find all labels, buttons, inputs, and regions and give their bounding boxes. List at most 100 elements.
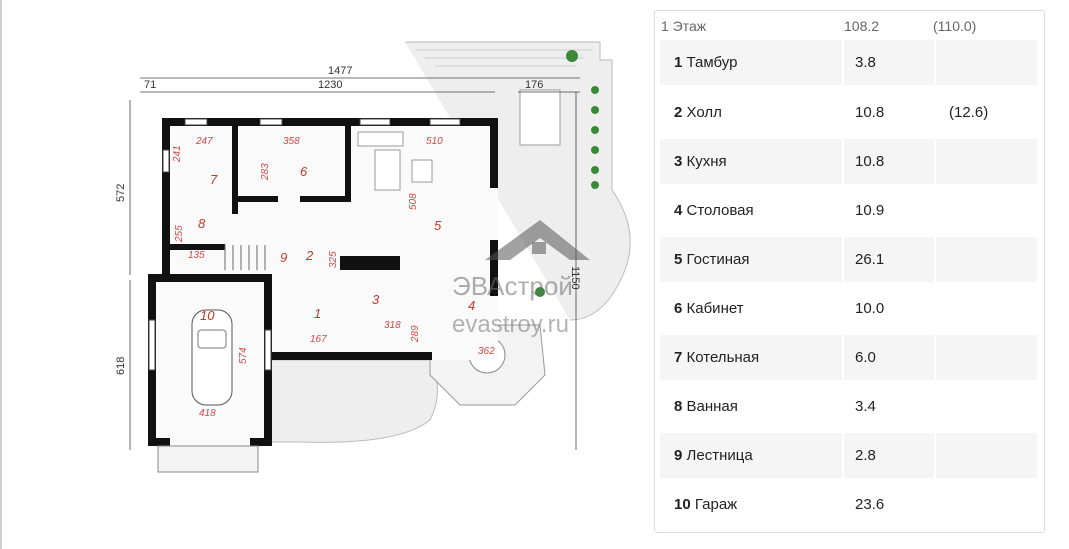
sofa — [374, 149, 401, 191]
room-num: 10 — [674, 496, 691, 513]
room-title: Тамбур — [686, 54, 738, 71]
walls — [148, 118, 498, 446]
room-area: 6.0 — [855, 349, 876, 366]
room-area-cell: 10.9 — [844, 188, 934, 233]
room-name: 1 Тамбур — [674, 54, 737, 71]
watermark-logo — [485, 220, 590, 260]
room-name-cell: 6 Кабинет — [660, 286, 842, 331]
room-area: 3.4 — [855, 398, 876, 415]
room-area-cell: 10.8 — [844, 90, 934, 135]
room-number: 6 — [300, 164, 308, 179]
room-area-cell: 3.4 — [844, 384, 934, 429]
room-name-cell: 9 Лестница — [660, 433, 842, 478]
room-area-table: 1 Этаж 108.2 (110.0) 1 Тамбур 3.8 2 Холл… — [654, 10, 1045, 533]
room-area-cell: 6.0 — [844, 335, 934, 380]
room-title: Лестница — [686, 447, 753, 464]
terrace-lines — [415, 49, 592, 67]
plants — [535, 50, 599, 297]
room-number: 5 — [434, 218, 442, 233]
floor-total-area: (110.0) — [933, 18, 977, 34]
room-extra-cell — [936, 482, 1037, 527]
car-icon — [191, 309, 233, 406]
room-name-cell: 3 Кухня — [660, 139, 842, 184]
room-number: 1 — [314, 306, 321, 321]
room-name-cell: 2 Холл — [660, 90, 842, 135]
dim-inner: 358 — [283, 136, 300, 147]
room-name-cell: 5 Гостиная — [660, 237, 842, 282]
room-num: 6 — [674, 300, 683, 317]
room-extra-cell: (12.6) — [936, 90, 1037, 135]
dim-inner: 283 — [260, 163, 271, 181]
room-number: 2 — [305, 248, 314, 263]
table-header: 1 Этаж 108.2 (110.0) — [655, 11, 1044, 39]
dim-inner-width: 1230 — [318, 79, 342, 91]
dim-terrace-width: 176 — [525, 79, 543, 91]
front-terrace — [269, 359, 438, 443]
room-name: 2 Холл — [674, 104, 722, 121]
room-name-cell: 10 Гараж — [660, 482, 842, 527]
room-title: Холл — [686, 104, 722, 121]
room-number: 7 — [210, 172, 218, 187]
room-area: 23.6 — [855, 496, 885, 513]
dim-right-height: 1150 — [569, 266, 581, 290]
floor-plan-drawing: 1477 1230 71 176 572 618 1150 247 358 51… — [115, 41, 631, 473]
table-row: 1 Тамбур 3.8 — [660, 40, 1037, 85]
table-row: 7 Котельная 6.0 — [660, 335, 1037, 380]
room-title: Котельная — [686, 349, 760, 366]
room-area: 3.8 — [855, 54, 876, 71]
room-title: Столовая — [686, 202, 754, 219]
table-row: 9 Лестница 2.8 — [660, 433, 1037, 478]
floor-area: 108.2 — [844, 18, 880, 34]
dim-inner: 247 — [195, 136, 213, 147]
room-num: 8 — [674, 398, 683, 415]
dim-inner: 508 — [408, 193, 419, 210]
room-name-cell: 7 Котельная — [660, 335, 842, 380]
watermark-brand: ЭВАстрой — [452, 271, 573, 301]
room-title: Кабинет — [686, 300, 744, 317]
room-extra-cell — [936, 139, 1037, 184]
table-row: 10 Гараж 23.6 — [660, 482, 1037, 527]
dim-inner: 135 — [188, 250, 205, 261]
room-name: 7 Котельная — [674, 349, 759, 366]
dim-inner: 510 — [426, 136, 443, 147]
table-row: 8 Ванная 3.4 — [660, 384, 1037, 429]
room-title: Кухня — [686, 153, 727, 170]
terrace-table — [519, 89, 561, 146]
room-area: 2.8 — [855, 447, 876, 464]
room-area-cell: 2.8 — [844, 433, 934, 478]
dim-inner: 318 — [384, 320, 401, 331]
room-num: 2 — [674, 104, 683, 121]
room-area: 10.8 — [855, 153, 885, 170]
dim-inner: 241 — [172, 145, 183, 163]
room-extra-cell — [936, 384, 1037, 429]
left-edge-divider — [0, 0, 2, 549]
room-number: 4 — [468, 298, 475, 313]
armchair — [411, 159, 433, 183]
table-row: 3 Кухня 10.8 — [660, 139, 1037, 184]
dim-inner: 289 — [410, 325, 421, 343]
room-num: 7 — [674, 349, 683, 366]
room-area: 10.9 — [855, 202, 885, 219]
dim-inner: 325 — [328, 251, 339, 268]
room-extra-cell — [936, 286, 1037, 331]
room-area-cell: 23.6 — [844, 482, 934, 527]
room-name: 10 Гараж — [674, 496, 737, 513]
dim-inner: 418 — [199, 408, 216, 419]
floor-label: 1 Этаж — [661, 18, 707, 34]
room-extra-cell — [936, 237, 1037, 282]
room-title: Гараж — [694, 496, 738, 513]
room-number: 9 — [280, 250, 287, 265]
room-name: 6 Кабинет — [674, 300, 744, 317]
room-extra-cell — [936, 335, 1037, 380]
room-extra-cell — [936, 40, 1037, 85]
room-extra-cell — [936, 433, 1037, 478]
dim-inner: 167 — [310, 334, 327, 345]
table-row: 5 Гостиная 26.1 — [660, 237, 1037, 282]
room-name: 5 Гостиная — [674, 251, 749, 268]
garage-canopy — [157, 445, 259, 473]
stairs — [224, 245, 266, 270]
room-name-cell: 4 Столовая — [660, 188, 842, 233]
room-name-cell: 8 Ванная — [660, 384, 842, 429]
room-area-cell: 3.8 — [844, 40, 934, 85]
room-name: 3 Кухня — [674, 153, 727, 170]
